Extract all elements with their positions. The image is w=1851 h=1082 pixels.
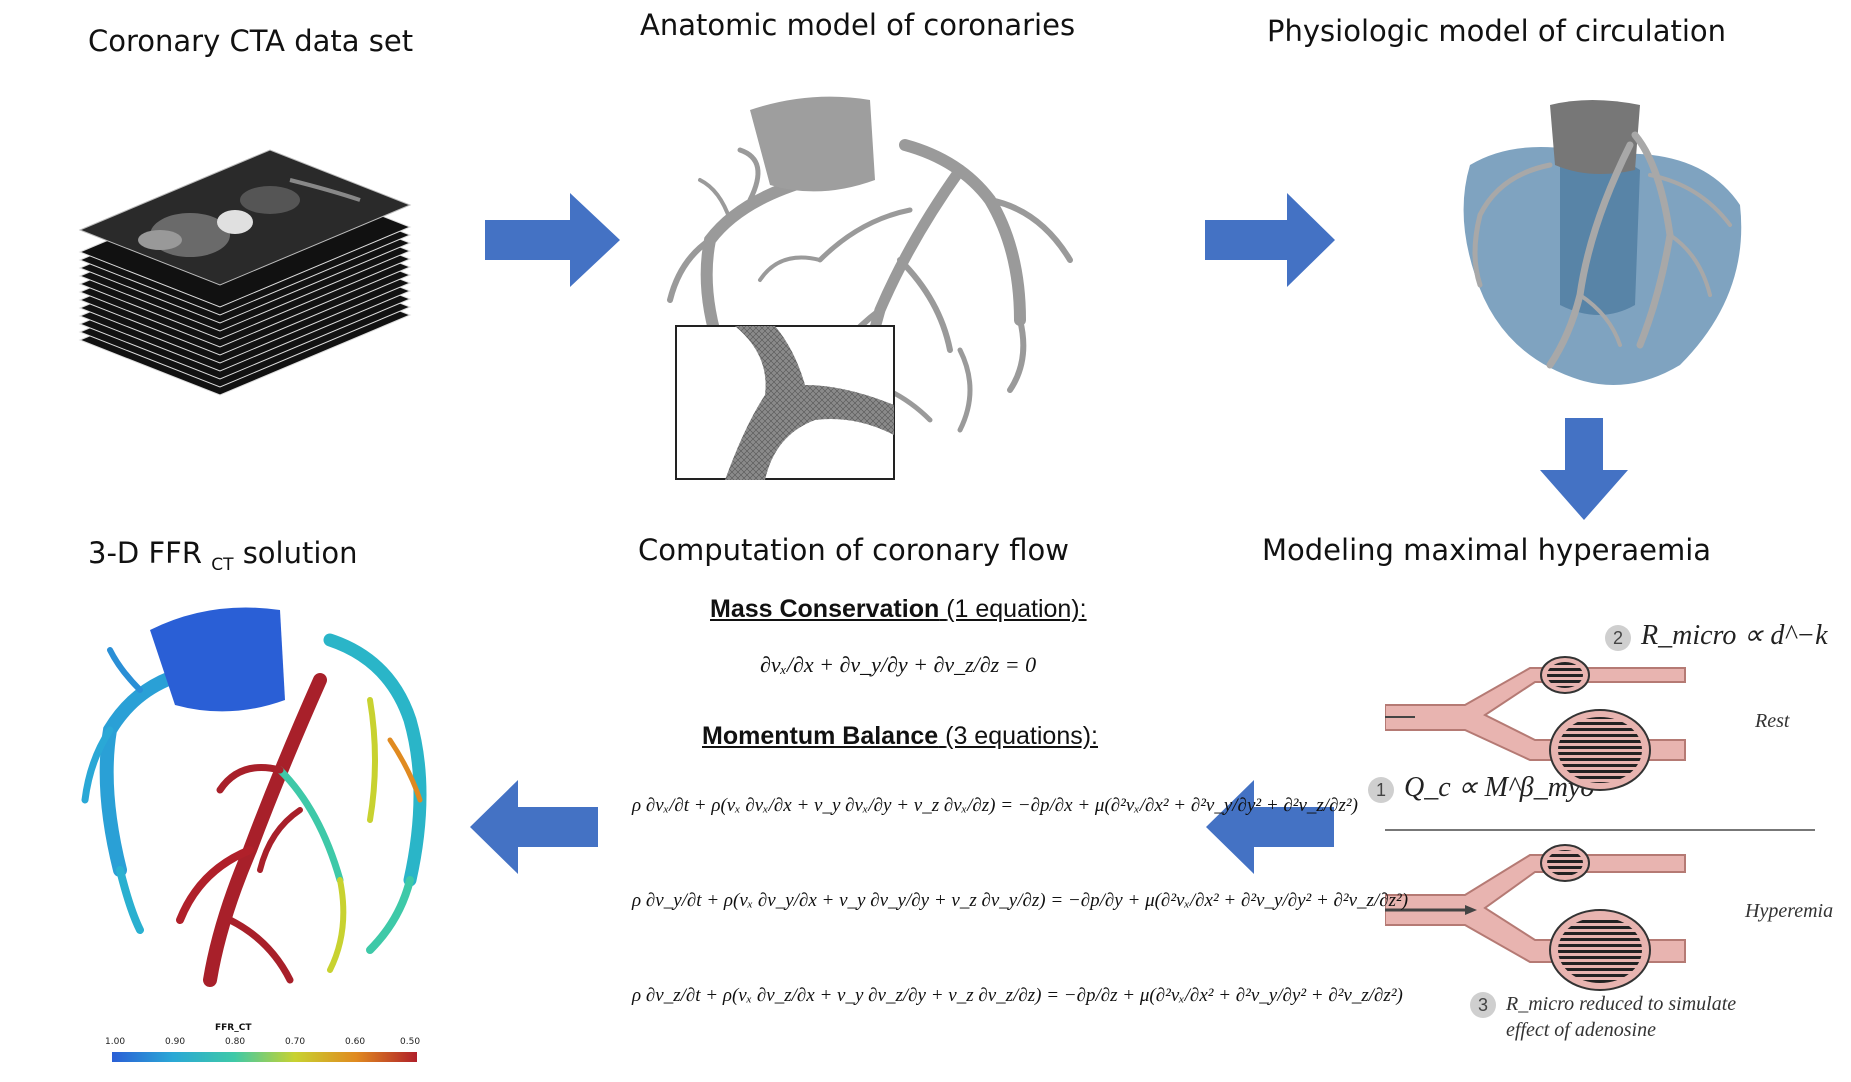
- label-rest: Rest: [1755, 710, 1790, 732]
- title-computation-flow: Computation of coronary flow: [638, 533, 1070, 567]
- momentum-y-equation: ρ ∂v_y/∂t + ρ(vₓ ∂v_y/∂x + v_y ∂v_y/∂y +…: [632, 890, 1409, 911]
- title-cta-data-set: Coronary CTA data set: [88, 24, 414, 58]
- title-modeling-hyperaemia: Modeling maximal hyperaemia: [1262, 533, 1712, 567]
- arrow-left-2: [470, 780, 598, 874]
- tick-4: 0.70: [285, 1037, 306, 1047]
- vessel-schematic: [1385, 656, 1815, 991]
- arrow-left-1: [1206, 780, 1334, 874]
- tick-6: 0.50: [400, 1037, 421, 1047]
- ffr-colorbar-label: FFR_CT: [215, 1023, 252, 1033]
- aortic-root: [750, 96, 875, 192]
- physiologic-heart-model: [1463, 100, 1742, 385]
- arrow-right-1: [485, 193, 620, 287]
- tick-5: 0.60: [345, 1037, 366, 1047]
- ffr-suffix: solution: [242, 536, 358, 570]
- mass-equation: ∂vₓ/∂x + ∂v_y/∂y + ∂v_z/∂z = 0: [760, 652, 1037, 677]
- mass-heading-text: Mass Conservation: [710, 595, 940, 623]
- cta-slice-stack: [78, 149, 412, 396]
- arrow-right-2: [1205, 193, 1335, 287]
- ffr-ct-model: [81, 607, 427, 987]
- formula-rmicro: 2 R_micro ∝ d^−k: [1605, 618, 1828, 652]
- title-ffr-solution: 3-D FFR CT solution: [88, 536, 358, 575]
- momentum-count-text: (3 equations):: [945, 722, 1098, 750]
- momentum-z-equation: ρ ∂v_z/∂t + ρ(vₓ ∂v_z/∂x + v_y ∂v_z/∂y +…: [632, 985, 1403, 1006]
- mesh-inset: [675, 325, 895, 480]
- arrow-down: [1540, 418, 1628, 520]
- tick-1: 1.00: [105, 1037, 126, 1047]
- note-adenosine: 3 R_micro reduced to simulate effect of a…: [1470, 992, 1736, 1042]
- ffr-subscript: CT: [211, 555, 234, 575]
- title-physiologic-model: Physiologic model of circulation: [1267, 14, 1727, 48]
- momentum-x-equation: ρ ∂vₓ/∂t + ρ(vₓ ∂vₓ/∂x + v_y ∂vₓ/∂y + v_…: [632, 795, 1358, 816]
- formula-2-text: R_micro ∝ d^−k: [1641, 620, 1828, 651]
- tick-2: 0.90: [165, 1037, 186, 1047]
- badge-2: 2: [1605, 624, 1631, 651]
- ffr-prefix: 3-D FFR: [88, 536, 202, 570]
- mass-conservation-heading: Mass Conservation (1 equation):: [710, 595, 1087, 624]
- hyperemia-vessel: [1385, 844, 1686, 991]
- rest-vessel: [1385, 656, 1686, 791]
- tick-3: 0.80: [225, 1037, 246, 1047]
- badge-1: 1: [1368, 776, 1394, 803]
- momentum-balance-heading: Momentum Balance (3 equations):: [702, 722, 1098, 751]
- ffr-aortic-root: [150, 607, 285, 712]
- aorta: [1550, 100, 1640, 174]
- mass-count-text: (1 equation):: [946, 595, 1087, 623]
- label-hyperemia: Hyperemia: [1745, 900, 1834, 922]
- note-line-1: R_micro reduced to simulate: [1506, 993, 1737, 1015]
- title-anatomic-model: Anatomic model of coronaries: [640, 8, 1076, 42]
- colorbar-ticks: 1.00 0.90 0.80 0.70 0.60 0.50: [105, 1037, 420, 1049]
- ffr-colorbar: [112, 1052, 417, 1062]
- note-line-2: effect of adenosine: [1506, 1019, 1656, 1042]
- badge-3: 3: [1470, 992, 1496, 1019]
- anatomic-coronary-model: [667, 96, 1073, 453]
- momentum-heading-text: Momentum Balance: [702, 722, 939, 750]
